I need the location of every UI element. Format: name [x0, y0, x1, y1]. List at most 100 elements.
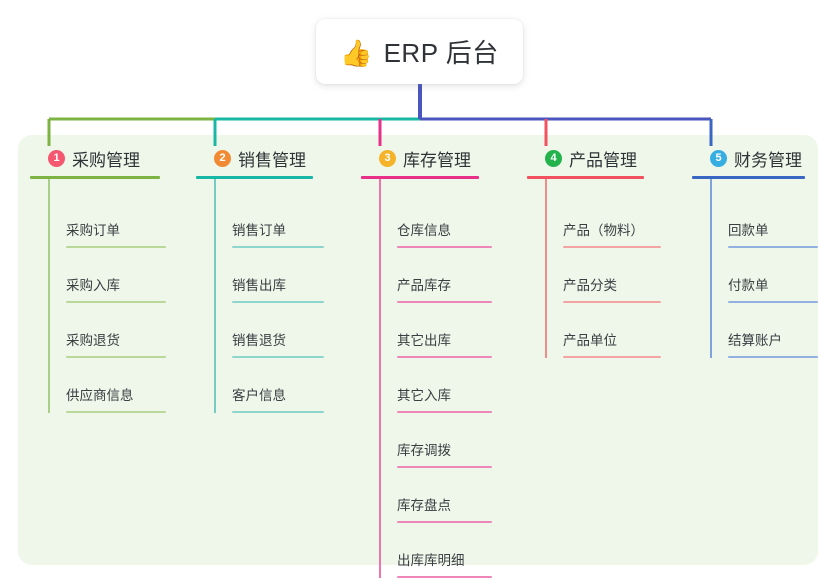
leaf-item-rule [66, 411, 166, 413]
leaf-item-rule [563, 246, 661, 248]
leaf-item-label: 供应商信息 [66, 388, 134, 403]
leaf-item-rule [66, 246, 166, 248]
leaf-item[interactable]: 客户信息 [196, 358, 324, 413]
branch-items: 产品（物料） 产品分类产品单位 [527, 179, 661, 358]
branch-header-rule [692, 176, 805, 179]
branch-items: 回款单付款单结算账户 [692, 179, 818, 358]
root-node[interactable]: 👍 ERP 后台 [316, 19, 523, 84]
branch-header-4[interactable]: 4 产品管理 [527, 146, 644, 170]
branch-number-badge: 4 [545, 149, 562, 167]
leaf-item[interactable]: 其它入库 [361, 358, 492, 413]
branch-title: 采购管理 [72, 150, 140, 170]
leaf-item-rule [563, 356, 661, 358]
leaf-item-label: 产品单位 [563, 333, 617, 348]
leaf-item-label: 其它入库 [397, 388, 451, 403]
branch-column-4: 4 产品管理产品（物料） 产品分类产品单位 [527, 146, 661, 358]
leaf-item-label: 库存盘点 [397, 498, 451, 513]
leaf-item[interactable]: 结算账户 [692, 303, 818, 358]
branch-title: 产品管理 [569, 150, 637, 170]
leaf-item-rule [232, 356, 324, 358]
leaf-item-label: 其它出库 [397, 333, 451, 348]
leaf-item-label: 采购退货 [66, 333, 120, 348]
branch-header-3[interactable]: 3 库存管理 [361, 146, 479, 170]
leaf-item-label: 销售订单 [232, 223, 286, 238]
leaf-item-rule [728, 246, 818, 248]
leaf-item-label: 采购订单 [66, 223, 120, 238]
leaf-item[interactable]: 销售出库 [196, 248, 324, 303]
leaf-item[interactable]: 库存调拨 [361, 413, 492, 468]
leaf-item[interactable]: 付款单 [692, 248, 818, 303]
branch-title: 销售管理 [238, 150, 306, 170]
leaf-item[interactable]: 产品库存 [361, 248, 492, 303]
branch-header-2[interactable]: 2 销售管理 [196, 146, 313, 170]
leaf-item-label: 仓库信息 [397, 223, 451, 238]
branch-header-rule [527, 176, 644, 179]
leaf-item[interactable]: 采购退货 [30, 303, 166, 358]
leaf-item-label: 销售出库 [232, 278, 286, 293]
leaf-item[interactable]: 供应商信息 [30, 358, 166, 413]
leaf-item-label: 库存调拨 [397, 443, 451, 458]
thumbs-up-icon: 👍 [340, 37, 373, 68]
leaf-item-label: 回款单 [728, 223, 769, 238]
branch-header-5[interactable]: 5 财务管理 [692, 146, 805, 170]
leaf-item-rule [232, 246, 324, 248]
leaf-item-label: 付款单 [728, 278, 769, 293]
branch-header-rule [361, 176, 479, 179]
branch-column-5: 5 财务管理回款单付款单结算账户 [692, 146, 818, 358]
leaf-item-rule [397, 466, 492, 468]
leaf-item-rule [563, 301, 661, 303]
leaf-item-rule [397, 521, 492, 523]
leaf-item[interactable]: 销售订单 [196, 193, 324, 248]
branch-header-rule [30, 176, 160, 179]
root-title: ERP 后台 [383, 38, 499, 68]
leaf-item-label: 采购入库 [66, 278, 120, 293]
leaf-item[interactable]: 产品分类 [527, 248, 661, 303]
leaf-item-rule [232, 411, 324, 413]
leaf-item-rule [397, 411, 492, 413]
leaf-item-rule [232, 301, 324, 303]
leaf-item[interactable]: 采购入库 [30, 248, 166, 303]
branch-title: 库存管理 [403, 150, 471, 170]
leaf-item-label: 产品分类 [563, 278, 617, 293]
branch-column-1: 1 采购管理采购订单采购入库采购退货供应商信息 [30, 146, 166, 413]
leaf-item-rule [728, 356, 818, 358]
branch-items: 采购订单采购入库采购退货供应商信息 [30, 179, 166, 413]
branch-spine [379, 179, 381, 578]
leaf-item[interactable]: 产品（物料） [527, 193, 661, 248]
branch-column-3: 3 库存管理仓库信息产品库存其它出库其它入库库存调拨库存盘点出库库明细 [361, 146, 492, 578]
branch-column-2: 2 销售管理销售订单销售出库销售退货客户信息 [196, 146, 324, 413]
leaf-item-label: 销售退货 [232, 333, 286, 348]
leaf-item-rule [66, 356, 166, 358]
leaf-item[interactable]: 采购订单 [30, 193, 166, 248]
leaf-item-label: 客户信息 [232, 388, 286, 403]
branch-header-rule [196, 176, 313, 179]
branch-title: 财务管理 [734, 150, 802, 170]
leaf-item-rule [397, 356, 492, 358]
leaf-item-rule [728, 301, 818, 303]
leaf-item[interactable]: 仓库信息 [361, 193, 492, 248]
leaf-item-label: 结算账户 [728, 333, 782, 348]
branch-spine [214, 179, 216, 413]
leaf-item-rule [66, 301, 166, 303]
branch-spine [545, 179, 547, 358]
branch-number-badge: 1 [48, 149, 65, 167]
branch-header-1[interactable]: 1 采购管理 [30, 146, 160, 170]
leaf-item[interactable]: 回款单 [692, 193, 818, 248]
leaf-item[interactable]: 销售退货 [196, 303, 324, 358]
leaf-item-rule [397, 246, 492, 248]
leaf-item-rule [397, 576, 492, 578]
leaf-item[interactable]: 其它出库 [361, 303, 492, 358]
branch-items: 仓库信息产品库存其它出库其它入库库存调拨库存盘点出库库明细 [361, 179, 492, 578]
diagram-panel [18, 135, 818, 565]
branch-spine [710, 179, 712, 358]
leaf-item[interactable]: 出库库明细 [361, 523, 492, 578]
branch-number-badge: 2 [214, 149, 231, 167]
branch-number-badge: 5 [710, 149, 727, 167]
leaf-item[interactable]: 产品单位 [527, 303, 661, 358]
leaf-item-rule [397, 301, 492, 303]
leaf-item[interactable]: 库存盘点 [361, 468, 492, 523]
branch-number-badge: 3 [379, 149, 396, 167]
leaf-item-label: 出库库明细 [397, 553, 465, 568]
leaf-item-label: 产品库存 [397, 278, 451, 293]
